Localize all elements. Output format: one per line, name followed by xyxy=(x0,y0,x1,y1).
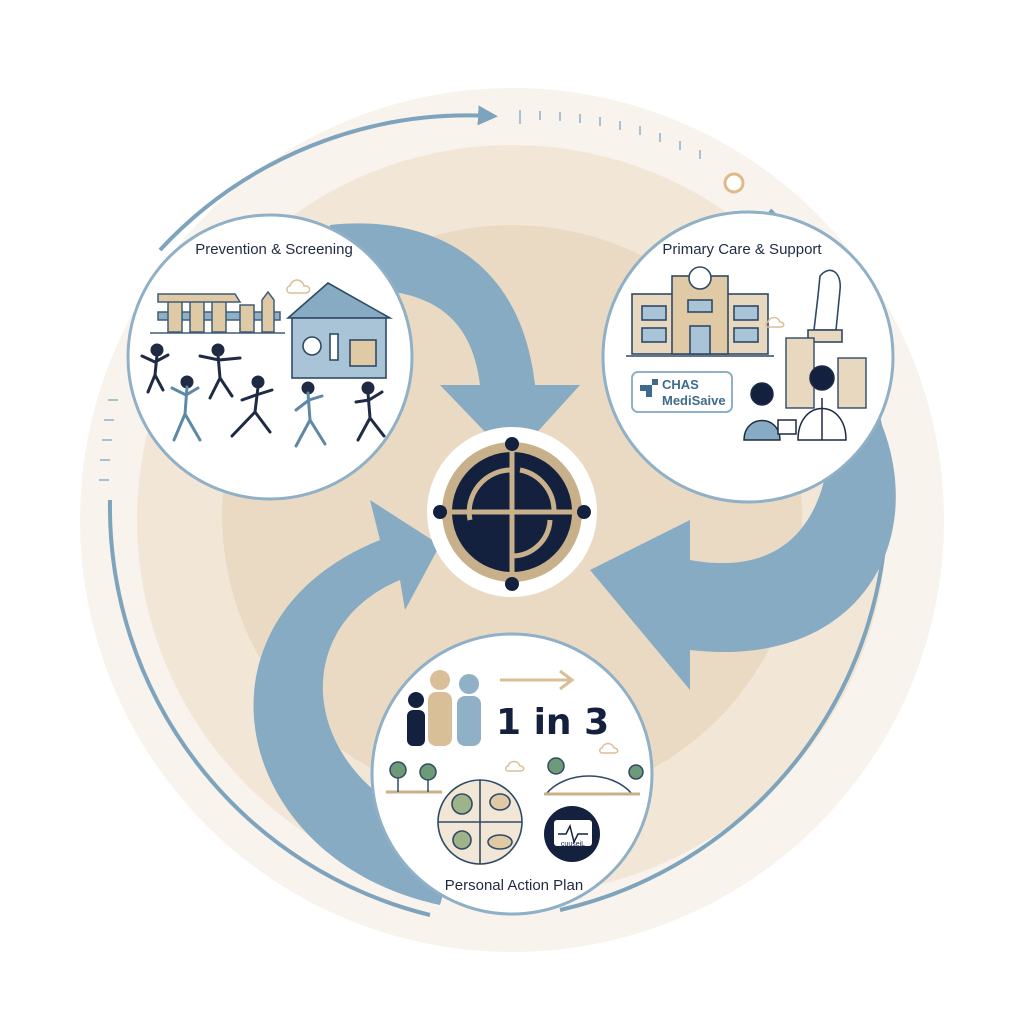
screening-tent-icon xyxy=(285,282,394,379)
bridge-icon xyxy=(544,757,644,796)
merlion-statue-icon xyxy=(807,269,843,343)
doctor-patient-icon xyxy=(743,365,847,441)
ring-marker-dot xyxy=(723,172,745,194)
monitor-text: cuuseiL xyxy=(561,841,585,848)
city-skyline-icon xyxy=(150,290,285,334)
node-action-plan: 1 in 3 xyxy=(370,632,654,916)
arrow-actionplan-to-hub xyxy=(253,500,460,905)
prevention-title: Prevention & Screening xyxy=(195,241,353,258)
node-prevention: Prevention & Screening xyxy=(126,213,414,501)
three-people-icon xyxy=(407,670,481,746)
clinic-building-icon xyxy=(626,266,774,357)
cloud-icons xyxy=(286,279,785,772)
badge-chas: CHAS xyxy=(662,377,699,392)
node-primary-care: Primary Care & Support xyxy=(601,210,895,504)
healthy-plate-icon xyxy=(437,779,523,865)
primary-care-title: Primary Care & Support xyxy=(662,241,822,258)
arrow-primarycare-to-hub xyxy=(590,420,896,690)
vital-monitor-icon: cuuseiL xyxy=(544,806,600,862)
ring-ticks xyxy=(99,110,701,481)
exercising-people-icon xyxy=(140,343,386,448)
action-plan-title: Personal Action Plan xyxy=(445,877,583,894)
hdb-flats-icon xyxy=(785,337,867,409)
trend-arrow-icon xyxy=(500,669,575,691)
plus-icon xyxy=(640,379,658,397)
target-crosshair-icon xyxy=(452,452,572,572)
stat-one-in-three: 1 in 3 xyxy=(496,702,609,743)
hub xyxy=(427,427,597,597)
chas-medisave-badge: CHAS MediSaive xyxy=(631,371,733,413)
badge-medisaive: MediSaive xyxy=(662,393,726,408)
park-trees-icon xyxy=(386,761,442,794)
